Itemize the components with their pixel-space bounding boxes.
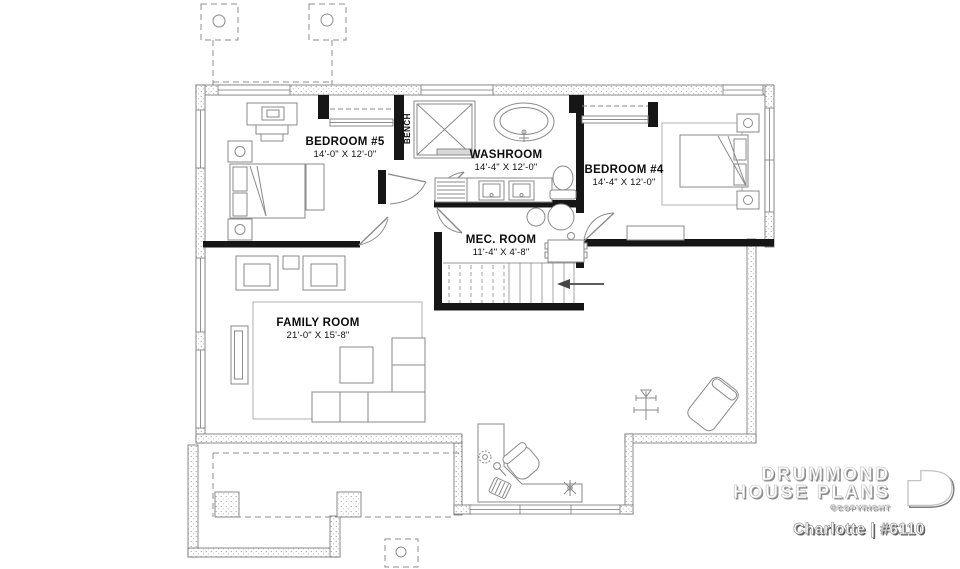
porch-pier <box>214 491 240 518</box>
coffee-table <box>339 346 374 384</box>
side-table <box>282 255 300 270</box>
room-label-bedroom5: BEDROOM #5 14'-0" X 12'-0" <box>265 136 425 161</box>
room-name: BEDROOM #5 <box>305 136 385 148</box>
windows <box>195 84 775 515</box>
window-left-1 <box>195 109 206 169</box>
deck-post <box>384 538 419 568</box>
room-name: MEC. ROOM <box>465 234 537 246</box>
room-label-family-room: FAMILY ROOM 21'-0" X 15'-8" <box>238 317 398 342</box>
sink <box>478 180 505 201</box>
nightstand <box>736 113 760 133</box>
floor-mat <box>488 477 512 499</box>
desk-lamp <box>493 462 507 477</box>
stairs <box>443 262 604 303</box>
window-alcove <box>469 504 621 515</box>
door-bedroom5 <box>387 173 427 205</box>
room-dims: 14'-4" X 12'-0" <box>592 177 656 188</box>
brand-copyright: ©COPYRIGHT <box>830 503 891 513</box>
deck-post <box>200 3 239 41</box>
deck-projections <box>200 3 460 568</box>
vanity <box>434 177 553 203</box>
furniture-family-room <box>230 255 426 423</box>
dresser <box>626 225 685 241</box>
window-left-3 <box>195 349 206 429</box>
door-mec-room <box>436 207 463 234</box>
room-dims: 14'-4" X 12'-0" <box>474 162 538 173</box>
furniture-bedroom4 <box>626 113 760 241</box>
furniture-bedroom5 <box>227 102 325 241</box>
brand-name-line2: HOUSE PLANS <box>733 482 891 502</box>
stairs-direction-arrow <box>557 279 604 289</box>
bed <box>679 134 749 188</box>
nightstand <box>227 218 253 241</box>
room-dims: 11'-4" X 4'-8" <box>472 247 530 258</box>
nightstand <box>736 190 760 210</box>
closet-bedroom4 <box>581 105 649 124</box>
tv-console <box>230 325 249 385</box>
closets <box>329 105 649 127</box>
room-name: BEDROOM #4 <box>584 164 664 176</box>
armchair <box>302 255 346 291</box>
shower <box>413 100 476 159</box>
stairs-under-landing <box>448 265 505 303</box>
drummond-logo-icon <box>906 469 955 508</box>
office-chair <box>502 442 540 480</box>
office-alcove <box>477 423 583 503</box>
window-top-1 <box>217 84 291 96</box>
porch-pier <box>336 491 362 518</box>
closet-bedroom5 <box>329 108 394 127</box>
tank <box>526 207 546 227</box>
dresser <box>305 163 325 211</box>
window-right-1 <box>764 107 775 213</box>
fixtures-washroom <box>413 100 577 203</box>
water-heater <box>547 203 575 231</box>
toilet <box>549 165 577 200</box>
bed <box>229 163 306 219</box>
gym-equipment <box>633 376 739 432</box>
plant <box>478 450 492 464</box>
desk <box>246 102 298 142</box>
door-bedroom4 <box>583 212 615 242</box>
nightstand <box>227 140 253 163</box>
window-top-2 <box>420 84 494 96</box>
treadmill <box>687 376 739 432</box>
bathtub <box>493 102 555 142</box>
sectional-sofa <box>311 337 426 423</box>
plan-title: Charlotte | #6110 <box>793 521 925 539</box>
window-top-3 <box>722 84 764 96</box>
room-label-mec-room: MEC. ROOM 11'-4" X 4'-8" <box>421 234 581 259</box>
room-label-washroom: WASHROOM 14'-4" X 12'-0" <box>426 149 586 174</box>
sink <box>508 180 535 201</box>
room-name: FAMILY ROOM <box>276 317 360 329</box>
branding-block: DRUMMOND HOUSE PLANS ©COPYRIGHT Charlott… <box>733 461 957 539</box>
exercise-bike <box>633 389 659 420</box>
equipment-mec-room <box>526 203 588 263</box>
furnace <box>544 239 588 263</box>
room-dims: 21'-0" X 15'-8" <box>286 330 350 341</box>
room-label-bedroom4: BEDROOM #4 14'-4" X 12'-0" <box>544 164 704 189</box>
bench-label: BENCH <box>403 113 412 145</box>
door-family-room <box>358 216 389 246</box>
room-dims: 14'-0" X 12'-0" <box>313 149 377 160</box>
room-name: WASHROOM <box>469 149 543 161</box>
armchair <box>235 255 279 291</box>
brand-name-line1: DRUMMOND <box>761 464 891 484</box>
deck-post <box>308 3 347 41</box>
plant <box>563 480 577 496</box>
window-left-2 <box>195 257 206 333</box>
